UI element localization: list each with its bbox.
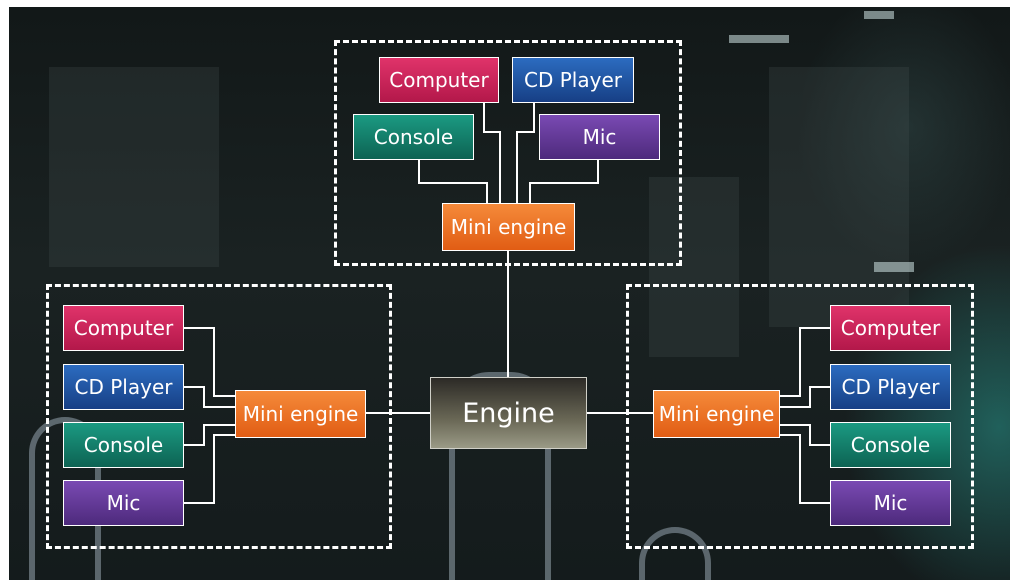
right-computer-node: Computer xyxy=(830,305,951,351)
connector-left-mic xyxy=(184,434,235,504)
right-mic-node: Mic xyxy=(830,480,951,526)
top-mini-engine-node: Mini engine xyxy=(442,203,575,251)
right-cd-player-node: CD Player xyxy=(830,364,951,410)
connector-right-cdplayer xyxy=(780,386,830,408)
top-mic-node: Mic xyxy=(539,114,660,160)
background-tube xyxy=(639,527,711,580)
left-mic-node: Mic xyxy=(63,480,184,526)
left-group-boundary xyxy=(46,284,392,549)
connector-left-cdplayer xyxy=(184,386,235,408)
connector-left-console xyxy=(184,424,235,446)
connector-right-console xyxy=(780,424,830,446)
connector-top-console xyxy=(418,160,488,203)
engine-node: Engine xyxy=(430,377,587,449)
background-light xyxy=(874,262,914,272)
background-light xyxy=(864,11,894,19)
connector-left-computer xyxy=(184,327,235,397)
top-computer-node: Computer xyxy=(379,57,499,103)
background-panel xyxy=(649,177,739,357)
connector-lines xyxy=(184,103,830,504)
right-group-boundary xyxy=(626,284,974,549)
connector-top-cdplayer xyxy=(516,103,535,203)
connector-top-mic xyxy=(529,160,599,203)
left-console-node: Console xyxy=(63,422,184,468)
background-light xyxy=(729,35,789,43)
connector-right-mic xyxy=(780,434,830,504)
top-cd-player-node: CD Player xyxy=(512,57,634,103)
connector-top-computer xyxy=(483,103,501,203)
background-panel xyxy=(49,67,219,267)
background-tube xyxy=(449,372,551,580)
right-mini-engine-node: Mini engine xyxy=(653,390,780,438)
right-console-node: Console xyxy=(830,422,951,468)
top-console-node: Console xyxy=(353,114,474,160)
left-cd-player-node: CD Player xyxy=(63,364,184,410)
background-panel xyxy=(769,67,909,327)
top-group-boundary xyxy=(334,40,682,266)
left-computer-node: Computer xyxy=(63,305,184,351)
diagram-canvas: Computer CD Player Console Mic Mini engi… xyxy=(9,7,1010,580)
left-mini-engine-node: Mini engine xyxy=(235,390,366,438)
connector-right-computer xyxy=(780,327,830,397)
